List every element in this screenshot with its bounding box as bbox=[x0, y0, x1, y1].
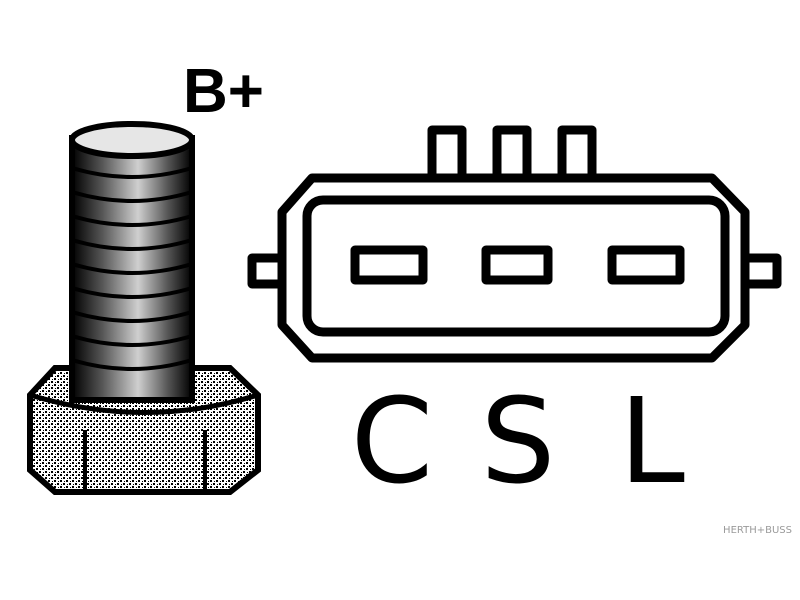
b-plus-label: B+ bbox=[183, 57, 264, 126]
connector-housing-icon bbox=[247, 125, 782, 363]
connector-side-latch-icon bbox=[740, 253, 782, 289]
pin-slot-c-icon bbox=[350, 245, 428, 285]
connector-inner-cavity-icon bbox=[302, 195, 730, 337]
pin-slot-l-icon bbox=[607, 245, 685, 285]
connector-top-tab-icon bbox=[492, 125, 532, 185]
pin-label-s: S bbox=[481, 372, 556, 510]
pin-label-l: L bbox=[619, 372, 685, 510]
pin-slot-s-icon bbox=[481, 245, 553, 285]
connector-top-tab-icon bbox=[557, 125, 597, 185]
pin-label-c: C bbox=[351, 372, 433, 510]
threaded-shaft-icon bbox=[69, 121, 195, 403]
b-plus-terminal-bolt-icon bbox=[27, 121, 261, 495]
connector-top-tab-icon bbox=[427, 125, 467, 185]
watermark-text: HERTH+BUSS bbox=[723, 525, 792, 536]
connector-outer-shell-icon bbox=[277, 173, 750, 363]
